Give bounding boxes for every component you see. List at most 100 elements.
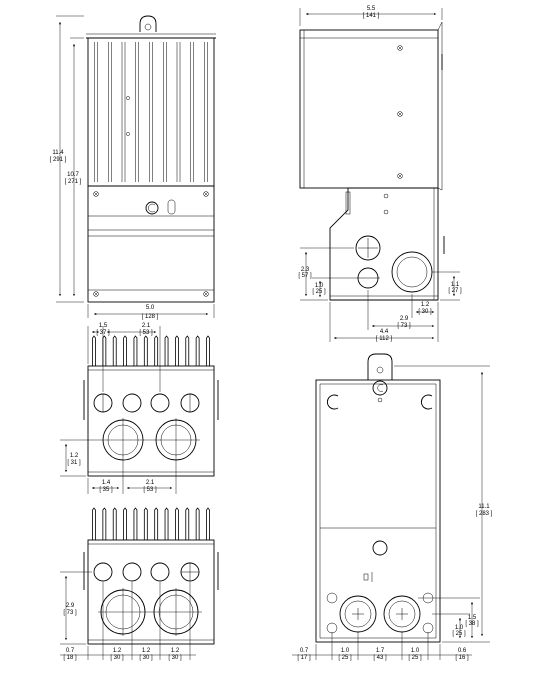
dim-top-span-mm: [ 53 ] [139,330,153,336]
back-panel [315,379,441,643]
bottom-view: 2.9 [ 73 ] 0.7 [ 18 ] 1.2 [ 30 ] 1.2 [ 3… [60,507,219,661]
dim-top-bottom-span-in: 2.1 [146,480,155,486]
dim-back-right-edge-in: 0.6 [458,648,467,654]
dim-front-width-in: 5.0 [146,305,155,311]
keyhole [144,23,152,31]
dim-bottom-pitch-3-in: 1.2 [171,648,180,654]
dim-back-pitch-2-in: 1.7 [376,648,385,654]
fin [123,507,127,540]
dim-side-conduit-low-in: 1.0 [315,283,324,289]
dim-side-offset-mid-mm: [ 73 ] [397,323,411,329]
top-box [87,365,215,477]
bottom-ko-1 [93,562,113,582]
fin [112,335,117,366]
dim-side-offset-small-mm: [ 30 ] [418,309,432,315]
dim-back-pitch-1-in: 1.0 [341,648,350,654]
dim-top-height-in: 1.2 [70,453,79,459]
side-knockout-upper [355,235,381,261]
dim-side-offset-small-in: 1.2 [421,302,430,308]
side-wiring-box [329,187,439,301]
hanging-tab [139,15,157,32]
dim-back-height-in: 11.1 [478,504,490,510]
dim-bottom-pitch-2-in: 1.2 [142,648,151,654]
dim-bottom-pitch-3-mm: [ 30 ] [168,655,182,661]
fin [195,335,200,366]
dim-bottom-left-in: 0.7 [66,648,75,654]
dim-bottom-pitch-1-mm: [ 30 ] [110,655,124,661]
dim-top-height-mm: [ 31 ] [67,460,81,466]
top-fins [92,335,210,366]
side-heatsink [299,29,439,189]
fin [133,507,138,540]
fin [185,335,190,366]
dim-side-conduit-height-mm: [ 57 ] [298,273,312,279]
bottom-ko-2 [122,562,142,582]
fin [175,507,179,540]
dim-back-left-edge-mm: [ 17 ] [297,655,311,661]
dim-top-bottom-span-mm: [ 53 ] [143,487,157,493]
side-view: 5.5 [ 141 ] 2.3 [ 57 ] 1.0 [ 25 ] 1.1 [ … [298,6,462,342]
back-keyhole [376,366,384,374]
dim-top-bottom-left-in: 1.4 [102,480,111,486]
dim-top-span-in: 2.1 [142,323,151,329]
side-knockout-large [391,251,433,293]
back-view: 11.1 [ 283 ] 1.5 [ 38 ] 1.0 [ 25 ] 0.7 [… [292,353,493,661]
dim-side-conduit-low-mm: [ 25 ] [312,289,326,295]
dim-back-ko-low-in: 1.0 [455,625,464,631]
front-view: 11.4 [ 291 ] 10.7 [ 271 ] 5.0 [ 128 ] [50,15,216,320]
dim-side-offset-mid-in: 2.9 [400,316,409,322]
dim-bottom-height-in: 2.9 [66,603,75,609]
dim-back-pitch-3-mm: [ 25 ] [408,655,422,661]
dim-back-pitch-3-in: 1.0 [411,648,420,654]
status-led [167,199,176,215]
dim-side-depth-bottom-mm: [ 112 ] [376,336,393,342]
wiring-box [87,185,215,303]
fin [112,507,117,540]
fin [175,335,179,366]
dim-back-ko-high-mm: [ 38 ] [465,621,479,627]
dim-top-left-mm: [ 37 ] [96,330,110,336]
dim-side-right-low-in: 1.1 [451,282,460,288]
dim-top-left-in: 1.5 [99,323,108,329]
dim-back-ko-low-mm: [ 25 ] [452,631,466,637]
dim-front-height-body-mm: [ 271 ] [65,179,82,185]
bottom-ko-3 [150,562,170,582]
dim-front-height-body-in: 10.7 [67,172,79,178]
fin [206,507,210,540]
fin [92,335,96,366]
mount-slot-right [420,394,433,410]
fin [143,507,148,540]
dim-side-depth-bottom-in: 4.4 [380,329,389,335]
fin [185,507,190,540]
back-label-seal [372,380,388,396]
fin [123,335,127,366]
dim-back-right-edge-mm: [ 16 ] [455,655,469,661]
dim-side-right-low-mm: [ 27 ] [448,288,462,294]
fin [206,335,210,366]
dim-bottom-pitch-1-in: 1.2 [113,648,122,654]
dim-front-width-mm: [ 128 ] [142,314,159,320]
bottom-fins [92,507,210,540]
top-ko-3 [150,393,170,413]
fin [164,507,169,540]
back-hanging-tab [367,353,393,380]
dim-back-ko-high-in: 1.5 [468,615,477,621]
heatsink [87,37,215,187]
dim-back-left-edge-in: 0.7 [300,648,309,654]
dim-side-depth-in: 5.5 [367,6,376,12]
logo-seal [145,201,159,215]
fin [133,335,138,366]
fin [164,335,169,366]
dim-bottom-height-mm: [ 73 ] [63,610,77,616]
heatsink-fins [94,42,208,182]
dim-front-height-overall-mm: [ 291 ] [50,157,67,163]
dim-front-height-overall-in: 11.4 [52,150,64,156]
dim-side-depth-mm: [ 141 ] [363,13,380,19]
bottom-box [87,539,215,645]
fin [154,507,159,540]
fin [102,507,107,540]
fin [143,335,148,366]
fin [154,335,159,366]
dim-back-pitch-2-mm: [ 43 ] [373,655,387,661]
